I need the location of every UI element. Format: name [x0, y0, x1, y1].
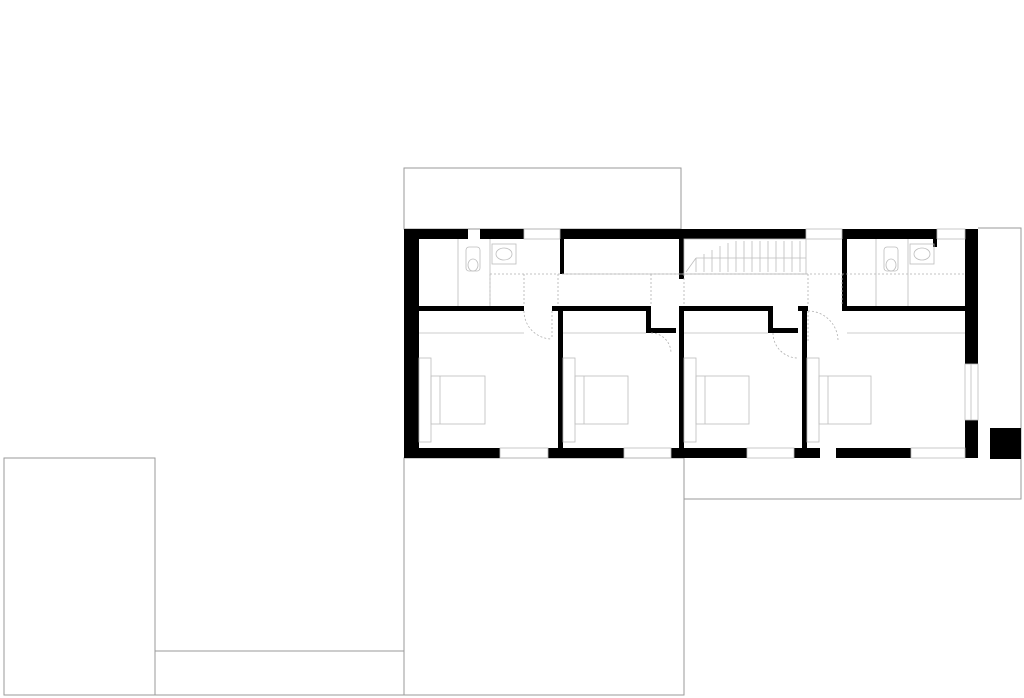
wall-east-lower — [965, 420, 978, 458]
bed-headboard-icon — [683, 357, 697, 443]
wall-bath-west-south — [416, 306, 524, 311]
wall-north-2 — [480, 229, 524, 239]
bed-icon — [430, 375, 486, 425]
door-swing-bed1 — [523, 310, 553, 340]
wall-south-4 — [794, 448, 820, 458]
wall-segment — [768, 306, 773, 331]
bed-3 — [683, 357, 750, 443]
terrace-outline-east — [683, 227, 1022, 500]
bed-headboard-icon — [562, 357, 576, 443]
stair-outline — [683, 238, 807, 275]
window-east — [964, 363, 979, 421]
window-south-2 — [623, 447, 672, 459]
wall-segment — [646, 328, 676, 333]
wall-bed3-bed4 — [802, 306, 807, 448]
wall-north-4 — [842, 229, 937, 239]
wall-segment — [679, 306, 773, 311]
site-outlines — [3, 167, 1022, 696]
bed-1 — [418, 357, 486, 443]
sink-icon — [491, 243, 517, 265]
bed-headboard-icon — [418, 357, 432, 443]
wall-segment — [558, 306, 651, 311]
stair — [564, 238, 807, 275]
wall-south-3 — [671, 448, 747, 458]
door-swing-bed2 — [650, 332, 672, 354]
window-south-3 — [746, 447, 795, 459]
corridor-overhead-lines — [489, 273, 965, 306]
wall-west — [404, 229, 419, 458]
lower-level-outline-link — [154, 650, 405, 696]
wall-east-upper — [965, 229, 978, 364]
sink-icon — [909, 243, 935, 265]
wall-bath-east-south — [842, 306, 965, 311]
bed-icon — [695, 375, 750, 425]
bed-headboard-icon — [806, 357, 820, 443]
exterior-walls — [404, 229, 1021, 459]
wall-south-1 — [404, 448, 500, 458]
window-north-3 — [936, 228, 966, 240]
wall-segment — [933, 239, 937, 247]
wall-segment — [646, 306, 651, 331]
window-north-1 — [523, 228, 561, 240]
chimney-block — [990, 428, 1021, 459]
bed-2 — [562, 357, 629, 443]
bathroom-east-fixtures — [875, 239, 935, 306]
bed-icon — [818, 375, 872, 425]
wall-segment — [768, 328, 798, 333]
window-south-4 — [910, 447, 966, 459]
wall-stair-west — [679, 239, 684, 279]
wall-north-1 — [404, 229, 468, 239]
bed-icon — [574, 375, 629, 425]
door-swing-bed4 — [807, 310, 839, 342]
wall-segment — [560, 239, 564, 274]
wall-bath-east-west — [842, 239, 847, 306]
wall-south-2 — [548, 448, 624, 458]
window-north-2 — [805, 228, 843, 240]
bed-4 — [806, 357, 872, 443]
wall-bed2-bed3 — [679, 306, 684, 448]
door-swing-bed3 — [772, 332, 799, 359]
terrace-outline-north — [403, 167, 682, 230]
wall-south-5 — [836, 448, 911, 458]
interior-walls — [416, 239, 965, 448]
door-swings — [523, 310, 839, 359]
wall-bed1-bed2 — [558, 306, 563, 448]
window-south-1 — [499, 447, 549, 459]
lower-level-outline-west — [3, 457, 156, 696]
wall-segment — [552, 306, 562, 311]
windows — [499, 228, 979, 459]
lower-level-outline-center — [403, 457, 685, 696]
bathroom-west-fixtures — [457, 239, 517, 306]
wall-north-3 — [560, 229, 806, 239]
